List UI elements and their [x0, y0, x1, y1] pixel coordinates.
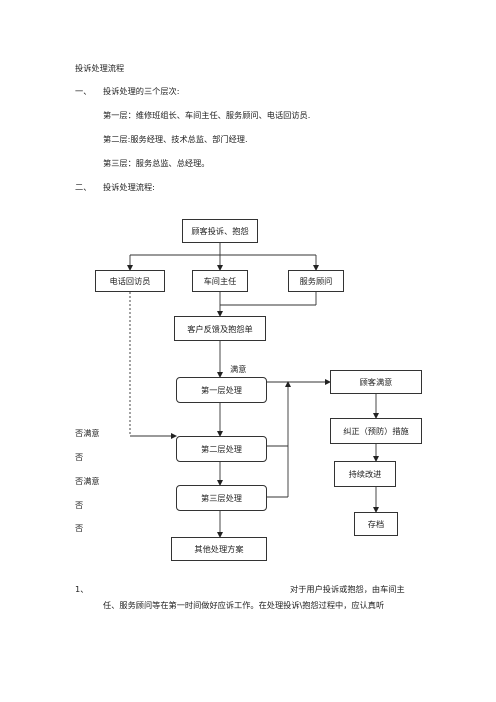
section2-heading: 投诉处理流程: [103, 182, 155, 192]
doc-title: 投诉处理流程 [75, 63, 125, 73]
level3-box: 第三层处理 [176, 485, 267, 511]
left-label-1: 否满意 [75, 428, 100, 438]
footer-line-1: 对于用户投诉或抱怨，由车间主 [290, 584, 405, 594]
archive-box: 存档 [354, 512, 398, 536]
other-solution-box: 其他处理方案 [171, 537, 267, 561]
left-label-3: 否满意 [75, 476, 100, 486]
service-advisor-box: 服务顾问 [288, 270, 344, 292]
section2-number: 二、 [75, 182, 92, 192]
phone-visitor-box: 电话回访员 [95, 270, 165, 292]
section1-number: 一、 [75, 86, 92, 96]
feedback-form-box: 客户反馈及抱怨单 [174, 316, 266, 341]
level-1-text: 第一层：维修班组长、车间主任、服务顾问、电话回访员. [103, 110, 311, 120]
level1-box: 第一层处理 [176, 377, 267, 403]
section1-heading: 投诉处理的三个层次: [103, 86, 180, 96]
left-label-2: 否 [75, 452, 84, 462]
continuous-improvement-box: 持续改进 [334, 461, 396, 487]
footer-line-2: 任、服务顾问等在第一时间做好应诉工作。在处理投诉\抱怨过程中，应认真听 [103, 600, 385, 610]
workshop-director-box: 车间主任 [192, 270, 248, 292]
left-label-5: 否 [75, 523, 84, 533]
level-3-text: 第三层：服务总监、总经理。 [103, 158, 210, 168]
left-label-4: 否 [75, 500, 84, 510]
level-2-text: 第二层:服务经理、技术总监、部门经理. [103, 134, 248, 144]
corrective-measures-box: 纠正（预防）措施 [330, 418, 422, 444]
footer-number: 1、 [75, 584, 89, 594]
customer-satisfied-box: 顾客满意 [330, 370, 422, 394]
satisfied-label: 满意 [230, 364, 247, 374]
level2-box: 第二层处理 [176, 436, 267, 462]
complaint-box: 顾客投诉、抱怨 [182, 219, 258, 243]
